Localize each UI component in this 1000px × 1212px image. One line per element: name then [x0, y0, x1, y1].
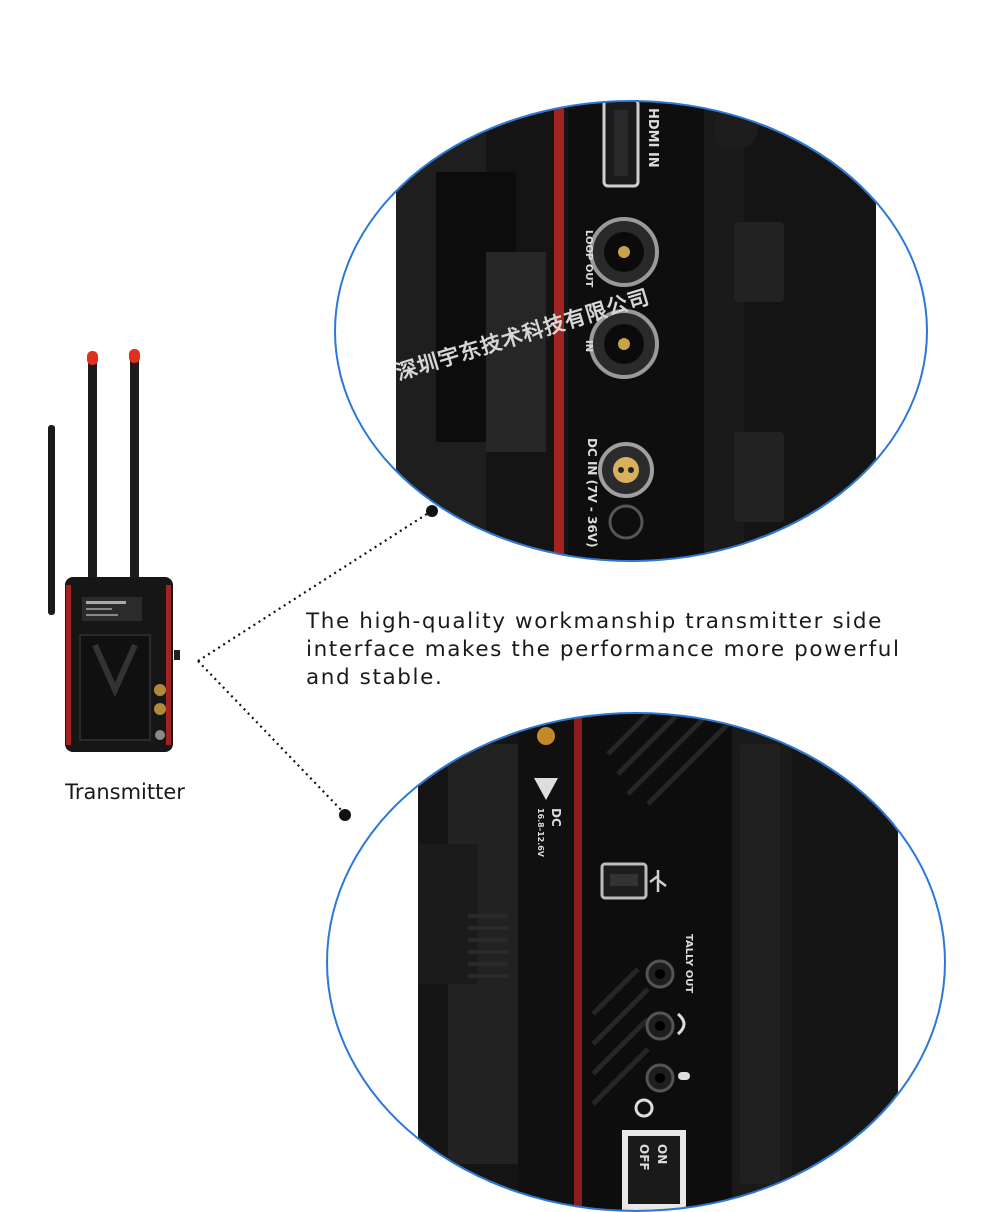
switch-on-label: ON	[655, 1144, 669, 1164]
dc-out-label: DC	[549, 808, 563, 827]
description-text: The high-quality workmanship transmitter…	[306, 609, 901, 690]
connector-dot-top	[426, 505, 438, 517]
loop-out-label: LOOP OUT	[583, 230, 594, 287]
top-zoom-detail: HDMI IN LOOP OUT IN DC IN (7V - 36V)	[396, 102, 876, 560]
switch-off-label: OFF	[637, 1144, 651, 1171]
mic-icon	[678, 1072, 690, 1080]
antenna-tip-middle	[87, 351, 98, 365]
connector-lines	[197, 505, 438, 821]
warning-icon	[534, 778, 558, 800]
headphone-icon	[676, 1012, 686, 1036]
usb-icon	[649, 870, 667, 892]
dc-out-range-label: 16.8-12.6V	[536, 808, 545, 858]
antenna-middle	[88, 357, 97, 587]
side-port-2	[154, 703, 166, 715]
bottom-zoom-detail: DC 16.8-12.6V TALLY OUT ON	[418, 714, 898, 1210]
transmitter-image	[48, 349, 180, 752]
power-icon	[634, 1098, 654, 1118]
dc-in-cap	[608, 504, 644, 540]
in-label: IN	[583, 340, 594, 352]
antenna-left	[48, 425, 55, 615]
side-clip	[734, 222, 784, 302]
transmitter-caption: Transmitter	[65, 780, 185, 804]
hdmi-in-label: HDMI IN	[645, 108, 660, 168]
dc-out-pin	[537, 727, 555, 745]
zoom-circle-top: HDMI IN LOOP OUT IN DC IN (7V - 36V)	[334, 100, 928, 562]
connector-dot-bottom	[339, 809, 351, 821]
red-side-stripe	[554, 102, 564, 560]
side-port-3	[155, 730, 165, 740]
dc-in-label: DC IN (7V - 36V)	[585, 438, 599, 548]
antenna-right	[130, 357, 139, 587]
antenna-tip-right	[129, 349, 140, 363]
zoom-circle-bottom: DC 16.8-12.6V TALLY OUT ON	[326, 712, 946, 1212]
connector-line-top	[197, 511, 431, 662]
side-port-1	[154, 684, 166, 696]
tally-out-label: TALLY OUT	[683, 934, 694, 993]
